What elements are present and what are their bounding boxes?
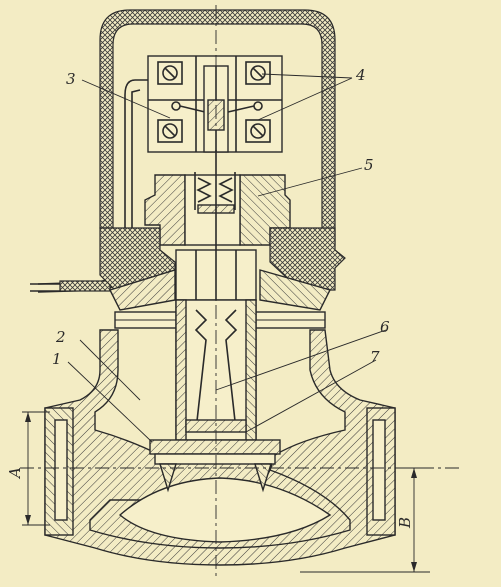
callout-4: 4 [355, 66, 366, 84]
callout-2: 2 [55, 328, 66, 346]
dimension-lines [20, 5, 460, 580]
valve-body [44, 329, 396, 566]
valve-disc [149, 439, 281, 493]
callout-3: 3 [66, 70, 76, 88]
dimension-b-label: B [396, 517, 414, 529]
callout-5: 5 [364, 156, 374, 174]
terminal-screw-icon [157, 61, 183, 85]
callout-1: 1 [52, 350, 62, 368]
terminal-screw-icon [157, 119, 183, 143]
callout-7: 7 [370, 348, 380, 366]
bellows-housing [144, 172, 291, 246]
callout-6: 6 [380, 318, 390, 336]
dimension-a-label: A [6, 467, 24, 480]
switch-block [147, 55, 283, 153]
terminal-screw-icon [245, 61, 271, 85]
leader-lines [67, 73, 387, 443]
